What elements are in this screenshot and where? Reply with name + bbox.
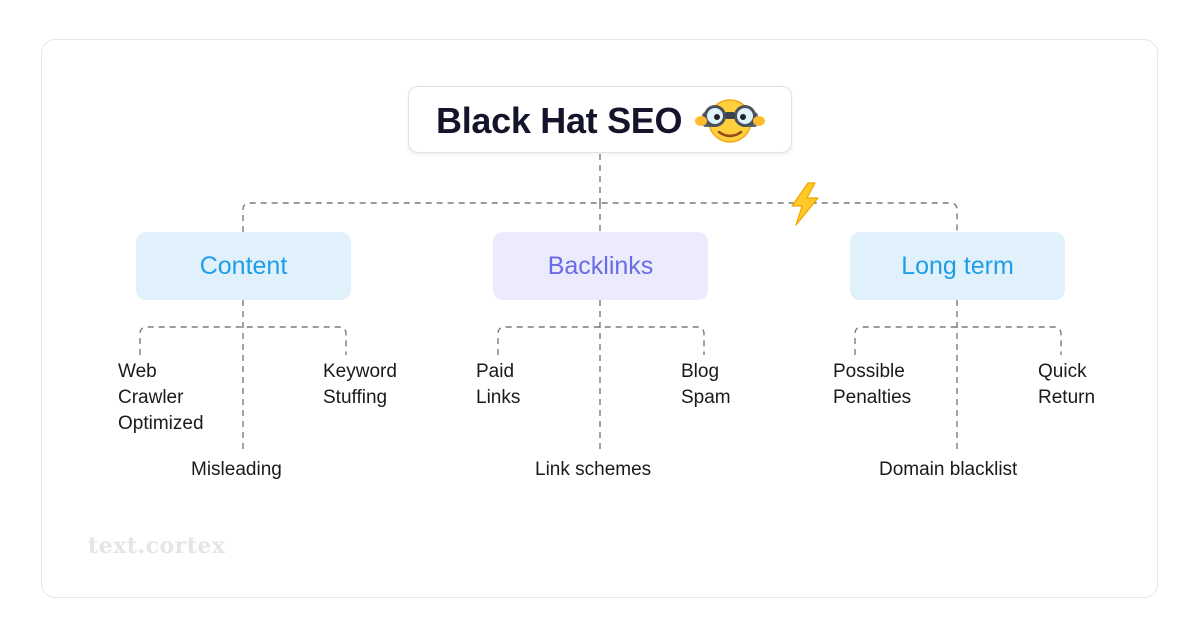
diagram-title: Black Hat SEO	[436, 100, 683, 141]
category-long-term: Long term	[850, 232, 1065, 300]
watermark-logo: text.cortex	[88, 533, 226, 559]
leaf-domain-blacklist: Domain blacklist	[879, 459, 1018, 480]
leaf-blog-spam: Blog Spam	[681, 361, 731, 408]
leaf-keyword-stuffing: Keyword Stuffing	[323, 361, 397, 408]
category-content: Content	[136, 232, 351, 300]
lightning-bolt-icon	[791, 182, 819, 226]
leaf-web-crawler-optimized: Web Crawler Optimized	[118, 361, 204, 434]
category-bar	[242, 202, 958, 232]
longterm-branch-bar	[854, 326, 1062, 355]
content-branch-bar	[139, 326, 347, 355]
leaf-link-schemes: Link schemes	[535, 459, 652, 480]
leaf-misleading: Misleading	[191, 459, 282, 480]
category-backlinks: Backlinks	[493, 232, 708, 300]
leaf-paid-links: Paid Links	[476, 361, 521, 408]
binoculars-emoji-icon	[695, 96, 765, 149]
backlinks-branch-bar	[497, 326, 705, 355]
title-box: Black Hat SEO	[408, 86, 792, 153]
leaf-possible-penalties: Possible Penalties	[833, 361, 912, 408]
leaf-quick-return: Quick Return	[1038, 361, 1096, 408]
